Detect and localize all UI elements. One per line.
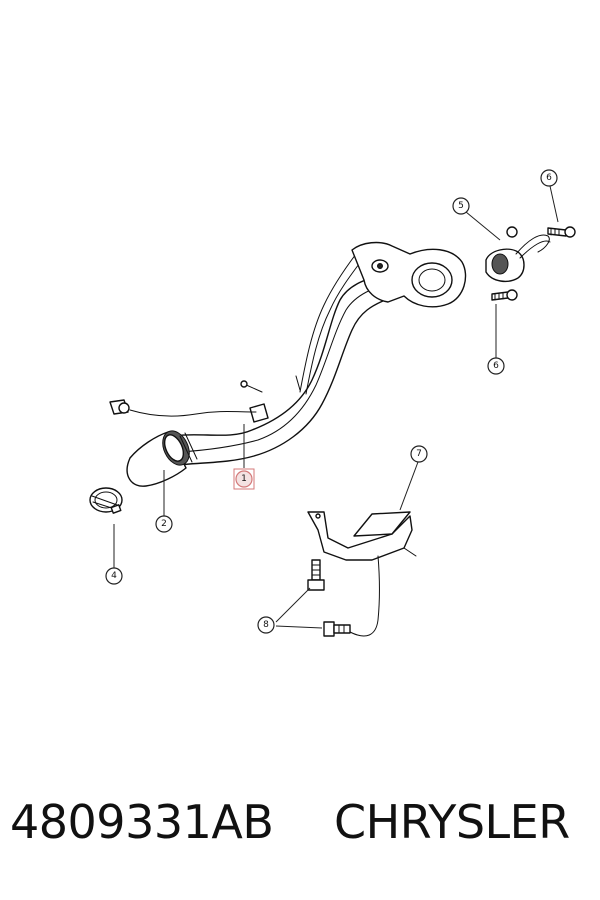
brand-name: CHRYSLER	[334, 795, 570, 849]
callout-6-upper-label: 6	[546, 173, 552, 183]
callout-1[interactable]: 1	[233, 468, 255, 490]
callout-8[interactable]: 8	[257, 616, 275, 634]
part-number: 4809331AB	[10, 795, 274, 849]
bolt-horizontal[interactable]	[323, 621, 351, 637]
callout-1-label: 1	[241, 474, 247, 484]
callout-4[interactable]: 4	[105, 567, 123, 585]
hose-clamp[interactable]	[89, 487, 123, 514]
callout-5[interactable]: 5	[452, 197, 470, 215]
leader-lines	[113, 185, 559, 629]
callout-6-upper[interactable]: 6	[540, 169, 558, 187]
screw-upper[interactable]	[547, 226, 576, 238]
footer: 4809331AB CHRYSLER	[0, 795, 600, 865]
screw-lower[interactable]	[491, 289, 518, 301]
callout-7[interactable]: 7	[410, 445, 428, 463]
callout-8-label: 8	[263, 620, 269, 630]
callout-2-label: 2	[161, 519, 167, 529]
callout-7-label: 7	[416, 449, 422, 459]
filler-tube[interactable]	[109, 241, 467, 487]
callout-6-lower-label: 6	[493, 361, 499, 371]
callout-4-label: 4	[111, 571, 117, 581]
bolt-vertical[interactable]	[307, 559, 325, 591]
callout-5-label: 5	[458, 201, 464, 211]
filler-bracket[interactable]	[307, 511, 417, 637]
callout-6-lower[interactable]: 6	[487, 357, 505, 375]
callout-2[interactable]: 2	[155, 515, 173, 533]
fuel-cap[interactable]	[485, 226, 551, 283]
